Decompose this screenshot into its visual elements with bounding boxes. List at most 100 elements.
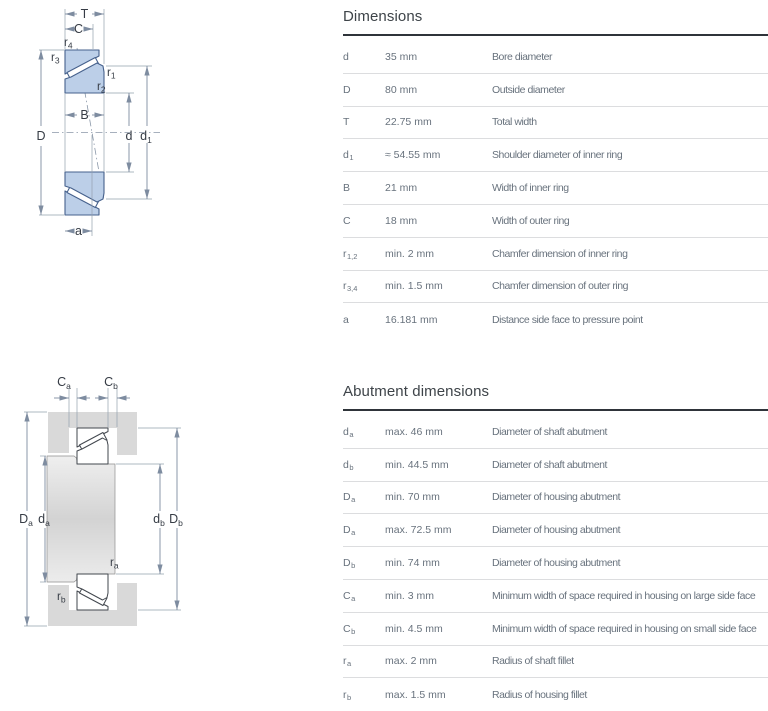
table-row: Cb min. 4.5 mm Minimum width of space requ… [343, 613, 768, 646]
table-row: Da min. 70 mm Diameter of housing abutment [343, 482, 768, 515]
dimension-Db: Db [169, 428, 183, 610]
svg-text:D: D [36, 129, 45, 143]
label-r3: r3 [51, 52, 60, 66]
description-cell: Diameter of housing abutment [492, 557, 621, 570]
value-cell: 22.75 mm [385, 116, 432, 129]
svg-text:Da: Da [19, 512, 33, 528]
dimension-C: C [65, 22, 93, 36]
shaft [46, 455, 116, 583]
dimension-da: da [38, 456, 50, 582]
dimension-Ca: Ca [54, 375, 90, 401]
symbol-cell: db [343, 458, 354, 472]
dimension-d: d [126, 93, 133, 172]
dimension-Da: Da [19, 412, 33, 626]
symbol-cell: r3,4 [343, 280, 358, 294]
label-r4: r4 [64, 37, 73, 51]
table-row: C 18 mm Width of outer ring [343, 205, 768, 238]
value-cell: 35 mm [385, 50, 418, 63]
symbol-cell: ra [343, 655, 352, 669]
label-r2: r2 [97, 81, 106, 95]
svg-text:Db: Db [169, 512, 183, 528]
inner-ring-bottom [64, 171, 105, 203]
table-row: db min. 44.5 mm Diameter of shaft abutment [343, 449, 768, 482]
value-cell: min. 44.5 mm [385, 458, 449, 471]
table-row: rb max. 1.5 mm Radius of housing fillet [343, 678, 768, 711]
value-cell: min. 3 mm [385, 589, 435, 602]
symbol-cell: Da [343, 491, 356, 505]
bearing-top-half [64, 49, 105, 94]
value-cell: max. 1.5 mm [385, 688, 446, 701]
description-cell: Diameter of shaft abutment [492, 458, 607, 471]
bearing-bottom-half [64, 171, 105, 216]
svg-text:C: C [74, 22, 83, 36]
outer-ring-top [64, 49, 100, 75]
svg-text:d1: d1 [140, 129, 152, 145]
value-cell: min. 70 mm [385, 491, 440, 504]
value-cell: min. 4.5 mm [385, 622, 443, 635]
description-cell: Total width [492, 116, 537, 129]
value-cell: max. 46 mm [385, 425, 443, 438]
inner-ring-bottom [76, 573, 109, 601]
svg-text:B: B [80, 108, 88, 122]
svg-text:Cb: Cb [104, 375, 118, 391]
description-cell: Shoulder diameter of inner ring [492, 149, 623, 162]
description-cell: Radius of housing fillet [492, 688, 587, 701]
symbol-cell: d [343, 50, 349, 63]
label-r1: r1 [107, 67, 116, 81]
value-cell: max. 2 mm [385, 655, 437, 668]
abutment-dimensions-diagram: Ca Cb Da da db Db ra rb [19, 375, 183, 627]
symbol-cell: d1 [343, 149, 354, 163]
value-cell: 80 mm [385, 83, 418, 96]
abutment-section-title: Abutment dimensions [343, 377, 768, 411]
dimensions-section-title: Dimensions [343, 2, 768, 36]
dimension-D: D [36, 50, 46, 215]
inner-ring-top [76, 437, 109, 465]
description-cell: Width of outer ring [492, 214, 570, 227]
value-cell: min. 74 mm [385, 557, 440, 570]
svg-text:d: d [126, 129, 133, 143]
symbol-cell: r1,2 [343, 247, 358, 261]
symbol-cell: B [343, 182, 351, 195]
description-cell: Minimum width of space required in housi… [492, 622, 757, 635]
dimension-Cb: Cb [95, 375, 130, 401]
description-cell: Width of inner ring [492, 182, 569, 195]
svg-text:a: a [75, 224, 82, 238]
description-cell: Bore diameter [492, 50, 553, 63]
symbol-cell: Da [343, 524, 356, 538]
symbol-cell: T [343, 116, 350, 129]
value-cell: 18 mm [385, 214, 418, 227]
symbol-cell: da [343, 425, 354, 439]
dimension-a: a [65, 224, 92, 238]
label-rb: rb [57, 591, 66, 605]
description-cell: Chamfer dimension of inner ring [492, 247, 628, 260]
inner-ring-top [64, 62, 105, 94]
symbol-cell: rb [343, 688, 352, 702]
description-cell: Chamfer dimension of outer ring [492, 280, 629, 293]
table-row: d 35 mm Bore diameter [343, 41, 768, 74]
dimension-B: B [65, 108, 104, 122]
svg-text:da: da [38, 512, 50, 528]
svg-text:db: db [153, 512, 165, 528]
dimension-d1: d1 [140, 66, 152, 199]
symbol-cell: a [343, 313, 349, 326]
mounted-bearing-bottom [76, 573, 109, 611]
value-cell: ≈ 54.55 mm [385, 149, 441, 162]
mounted-bearing-top [76, 427, 109, 465]
abutment-table-section: Abutment dimensions da max. 46 mm Diameter… [343, 377, 768, 711]
symbol-cell: Cb [343, 622, 356, 636]
description-cell: Diameter of housing abutment [492, 524, 621, 537]
symbol-cell: C [343, 214, 351, 227]
description-cell: Diameter of housing abutment [492, 491, 621, 504]
table-row: d1 ≈ 54.55 mm Shoulder diameter of inner r… [343, 139, 768, 173]
housing [48, 412, 137, 626]
